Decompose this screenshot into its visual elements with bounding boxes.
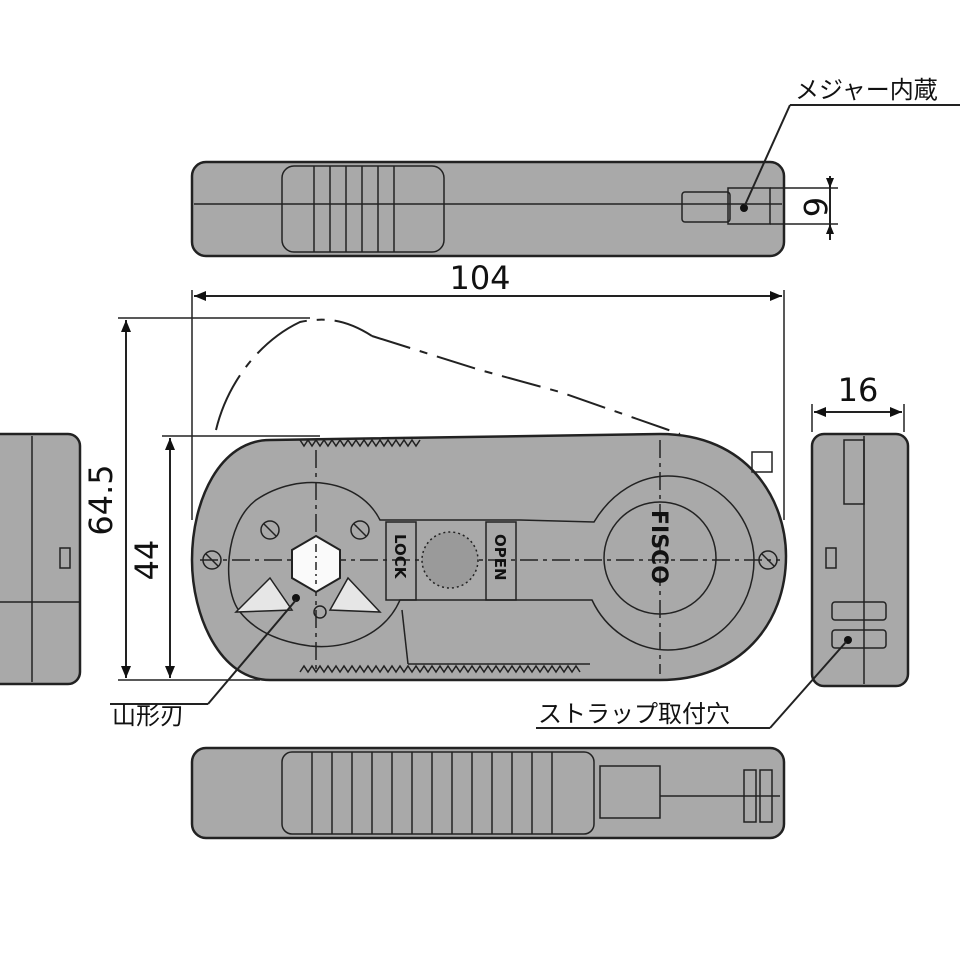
front-view: LOCK OPEN FISCO: [190, 432, 788, 682]
screw-right: [758, 550, 778, 570]
strap-hole-label: ストラップ取付穴: [538, 700, 730, 728]
dimension-6: 6: [770, 176, 838, 240]
strap-hole-callout: ストラップ取付穴: [536, 641, 847, 729]
dim-44-label: 44: [128, 540, 166, 581]
grip-ribs-bottom: [311, 752, 553, 834]
dim-64-5-label: 64.5: [82, 464, 120, 535]
tape-measure-callout: メジャー内蔵: [744, 76, 960, 206]
right-side-view: [810, 432, 910, 688]
chevron-blade: [234, 576, 382, 619]
dim-16-label: 16: [838, 371, 879, 409]
blade-label: 山形刃: [112, 702, 184, 730]
open-label: OPEN: [491, 534, 509, 581]
tape-outlet-dot: [740, 204, 748, 212]
lock-slider: LOCK OPEN: [385, 521, 517, 601]
dimension-16: 16: [811, 371, 905, 432]
brand-label: FISCO: [646, 510, 671, 584]
tape-measure-label: メジャー内蔵: [795, 76, 938, 104]
dim-6-label: 6: [796, 197, 834, 217]
screw-left: [202, 550, 222, 570]
open-position-phantom: [215, 318, 681, 435]
bottom-view: [190, 746, 786, 840]
screw-upper-right: [350, 520, 370, 540]
grip-ribs-top: [313, 166, 395, 252]
screw-upper-left: [260, 520, 280, 540]
brand-badge: FISCO: [603, 501, 717, 615]
dimension-104: 104: [191, 259, 785, 520]
left-side-view: [0, 432, 82, 686]
dimension-44: 44: [128, 435, 320, 678]
lock-label: LOCK: [391, 534, 409, 580]
dimension-64-5: 64.5: [82, 317, 310, 681]
grip-dimples: [421, 531, 479, 589]
dim-104-label: 104: [449, 259, 510, 297]
top-view: [190, 160, 786, 258]
blade-callout: 山形刃: [110, 599, 297, 730]
